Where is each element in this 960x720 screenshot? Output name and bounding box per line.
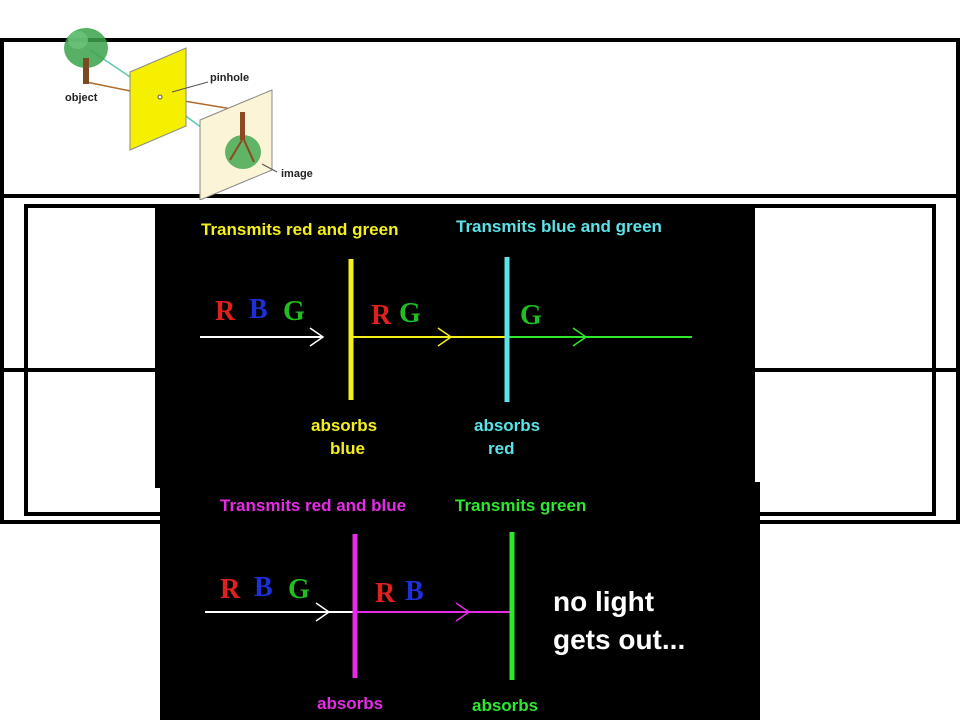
pinhole-label: pinhole [210,72,250,84]
filter-top-drawing [200,257,692,402]
in-letter-g: G [283,296,305,327]
filter-panel-bottom: Transmits red and blue Transmits green R… [160,482,760,720]
result-line2: gets out... [553,624,686,655]
absorb-bottom-right: absorbs [472,696,539,715]
in-letter-r: R [215,296,236,327]
in-letter-r-2: R [220,574,241,605]
filter-bottom-title-left: Transmits red and blue [220,496,407,515]
image-label: image [281,168,313,180]
in-letter-b: B [249,294,268,325]
filter-bottom-drawing [205,532,515,680]
absorb-left-line2: blue [330,439,365,458]
filter-top-title-left: Transmits red and green [201,220,399,239]
in-letter-b-2: B [254,572,273,603]
filter-panel-top: Transmits red and green Transmits blue a… [155,204,755,488]
mid-letter-b-2: B [405,576,424,607]
mid-letter-g: G [399,298,421,329]
object-label: object [65,92,98,104]
absorb-right-line2: red [488,439,515,458]
absorb-right-line1: absorbs [474,416,541,435]
pinhole-diagram: object pinhole image [50,20,340,200]
out-letter-g: G [520,300,542,331]
pinhole-drawing [64,28,278,200]
absorb-bottom-left: absorbs [317,694,384,713]
filter-bottom-title-right: Transmits green [455,496,587,515]
mid-letter-r-2: R [375,578,396,609]
result-line1: no light [553,586,655,617]
mid-letter-r: R [371,300,392,331]
absorb-left-line1: absorbs [311,416,378,435]
in-letter-g-2: G [288,574,310,605]
filter-top-title-right: Transmits blue and green [456,217,662,236]
